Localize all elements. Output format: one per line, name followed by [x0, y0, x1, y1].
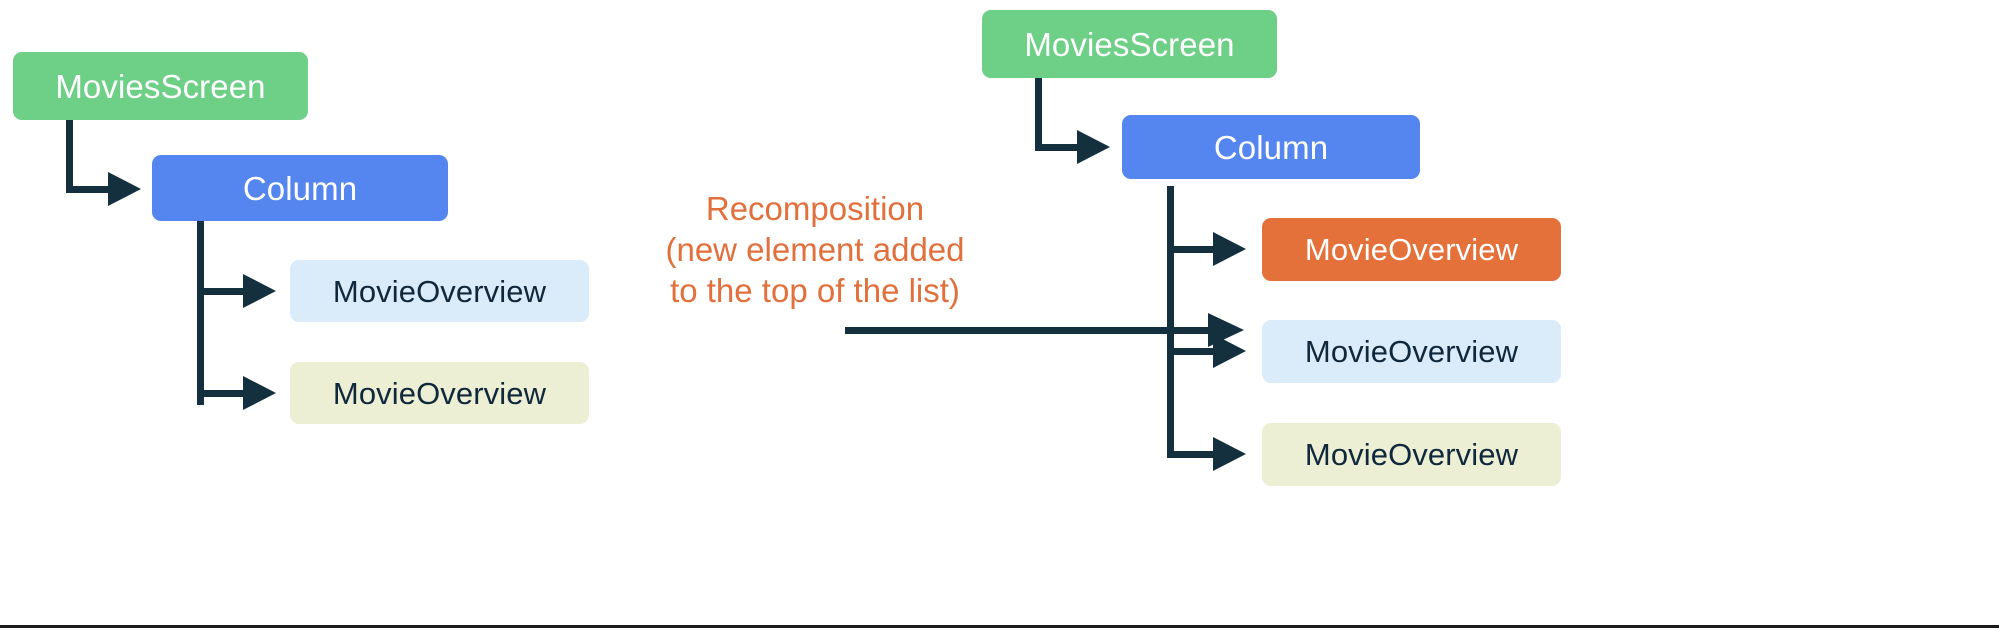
before-arrowhead-screen-to-column — [108, 172, 141, 206]
before-arrowhead-branch-2 — [243, 376, 276, 410]
before-node-movie-overview-1[interactable]: MovieOverview — [290, 260, 589, 322]
after-node-movie-overview-1[interactable]: MovieOverview — [1262, 218, 1561, 281]
after-connector-branch-3 — [1167, 451, 1217, 458]
before-connector-branch-1 — [197, 288, 247, 295]
before-node-movie-overview-2[interactable]: MovieOverview — [290, 362, 589, 424]
after-node-movies-screen[interactable]: MoviesScreen — [982, 10, 1277, 78]
transition-arrow-shaft — [845, 327, 1211, 334]
before-arrowhead-branch-1 — [243, 274, 276, 308]
after-arrowhead-screen-to-column — [1077, 130, 1110, 164]
after-node-column[interactable]: Column — [1122, 115, 1420, 179]
after-connector-column-trunk — [1167, 186, 1174, 458]
after-connector-branch-2 — [1167, 348, 1217, 355]
recomposition-caption: Recomposition (new element added to the … — [665, 190, 965, 309]
before-connector-screen-to-column-horizontal — [66, 186, 111, 193]
after-connector-screen-to-column-horizontal — [1035, 144, 1080, 151]
before-node-movies-screen[interactable]: MoviesScreen — [13, 52, 308, 120]
after-connector-branch-1 — [1167, 246, 1217, 253]
before-node-column[interactable]: Column — [152, 155, 448, 221]
bottom-divider — [0, 625, 1999, 628]
after-connector-screen-to-column-vertical — [1035, 78, 1042, 151]
after-node-movie-overview-2[interactable]: MovieOverview — [1262, 320, 1561, 383]
after-arrowhead-branch-1 — [1213, 232, 1246, 266]
before-connector-screen-to-column-vertical — [66, 120, 73, 193]
before-connector-branch-2 — [197, 390, 247, 397]
after-arrowhead-branch-3 — [1213, 437, 1246, 471]
after-arrowhead-branch-2 — [1213, 334, 1246, 368]
after-node-movie-overview-3[interactable]: MovieOverview — [1262, 423, 1561, 486]
before-connector-column-trunk — [197, 221, 204, 405]
